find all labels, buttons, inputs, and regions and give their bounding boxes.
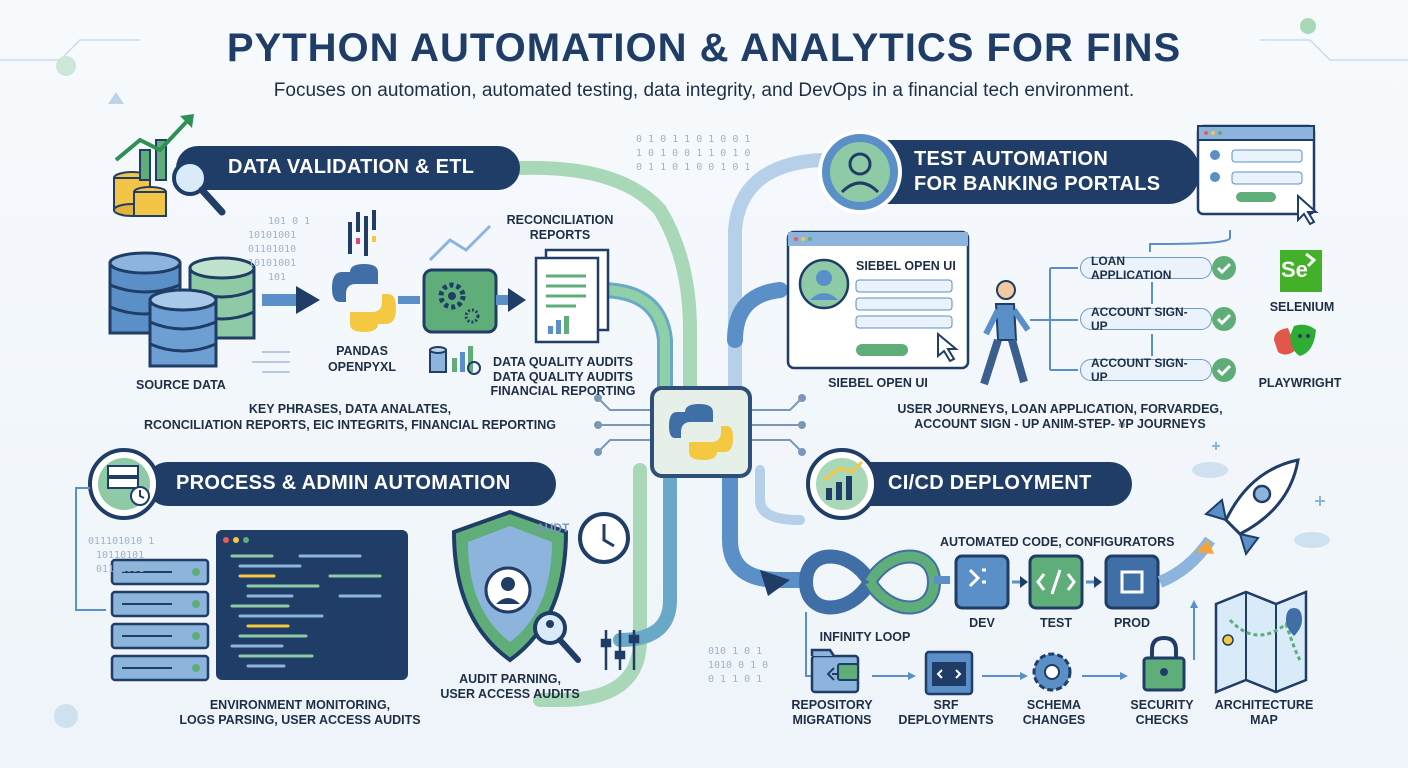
- cicd-heading: CI/CD DEPLOYMENT: [888, 472, 1092, 494]
- audit-label-2: DATA QUALITY AUDITS: [492, 370, 634, 384]
- stage-prod-label: PROD: [1113, 616, 1151, 630]
- key-phrases-line-2: RCONCILIATION REPORTS, EIC INTEGRITS, FI…: [143, 418, 557, 432]
- python-chip: [594, 386, 806, 478]
- audit-label-1: DATA QUALITY AUDITS: [492, 355, 634, 369]
- recon-reports-label-2: REPORTS: [529, 228, 591, 242]
- shield-user-icon: [451, 509, 581, 663]
- check-account-signup-1: ACCOUNT SIGN-UP: [1080, 305, 1212, 333]
- automated-code-label: AUTOMATED CODE, CONFIGURATORS: [940, 535, 1175, 549]
- report-document-icon: [534, 248, 610, 344]
- check-loan-application: LOAN APPLICATION: [1080, 254, 1212, 282]
- process-admin-section: [75, 448, 640, 682]
- audit-parsing-line-2: USER ACCESS AUDITS: [440, 687, 580, 701]
- audit-label-3: FINANCIAL REPORTING: [490, 384, 636, 398]
- bottom-item-2-line-2: DEPLOYMENTS: [898, 713, 994, 727]
- check-account-signup-2: ACCOUNT SIGN-UP: [1080, 356, 1212, 384]
- binary-lower-left-1: 011101010 1: [88, 536, 155, 547]
- bottom-item-1-line-1: REPOSITORY: [791, 698, 873, 712]
- binary-lower-mid-3: 0 1 1 0 1: [708, 674, 763, 685]
- data-validation-heading: DATA VALIDATION & ETL: [228, 156, 475, 178]
- stage-dev-label: DEV: [969, 616, 995, 630]
- binary-top-1: 0 1 0 1 1 0 1 0 0 1: [636, 134, 751, 145]
- source-data-label: SOURCE DATA: [136, 378, 226, 392]
- bottom-item-4-line-2: CHECKS: [1135, 713, 1189, 727]
- code-terminal-icon: [216, 530, 408, 680]
- coins-chart-icon: [113, 114, 226, 217]
- python-logo-icon: [332, 264, 396, 332]
- playwright-logo-icon: [1274, 324, 1316, 356]
- selenium-logo-text: Se: [1281, 257, 1308, 282]
- clock-icon: [578, 512, 630, 564]
- bottom-item-2-line-1: SRF: [933, 698, 959, 712]
- small-audit-icons: [429, 346, 481, 375]
- selenium-logo-icon: [1280, 250, 1322, 292]
- binary-lower-left-2: 10110101: [96, 550, 145, 561]
- walking-person-icon: [980, 280, 1031, 386]
- journeys-line-2: ACCOUNT SIGN - UP ANIM-STEP- ¥P JOURNEYS: [914, 417, 1206, 431]
- connector-pipes: [513, 153, 827, 707]
- test-automation-heading-1: TEST AUTOMATION: [914, 148, 1109, 170]
- page-title: PYTHON AUTOMATION & ANALYTICS FOR FINS: [226, 26, 1182, 70]
- siebel-window-title: SIEBEL OPEN UI: [856, 259, 956, 273]
- binary-left-1: 101 0 1: [268, 216, 311, 227]
- bottom-item-4-line-1: SECURITY: [1130, 698, 1194, 712]
- gear-processor-icon: [422, 224, 498, 334]
- binary-left-2: 10101001: [248, 230, 297, 241]
- cicd-section: [760, 442, 1330, 696]
- decorative-lines: [0, 18, 1408, 728]
- test-automation-heading-2: FOR BANKING PORTALS: [914, 173, 1161, 195]
- openpyxl-label: OPENPYXL: [327, 360, 397, 374]
- binary-top-2: 1 0 1 0 0 1 1 0 1 0: [636, 148, 751, 159]
- test-automation-section: [786, 124, 1322, 386]
- siebel-caption: SIEBEL OPEN UI: [828, 376, 928, 390]
- recon-reports-label-1: RECONCILIATION: [506, 213, 614, 227]
- pandas-label: PANDAS: [336, 344, 388, 358]
- pandas-logo-icon: [348, 210, 376, 256]
- login-window-icon: [1196, 124, 1319, 226]
- architecture-map-icon: [1214, 590, 1308, 694]
- binary-lower-left-3: 01101001: [96, 564, 145, 575]
- slider-controls-icon: [600, 630, 640, 670]
- audt-label: AUDT: [536, 521, 570, 535]
- data-validation-section: [108, 114, 610, 375]
- rocket-icon: [1196, 458, 1300, 557]
- env-monitoring-line-2: LOGS PARSING, USER ACCESS AUDITS: [179, 713, 421, 727]
- database-icons: [108, 251, 256, 368]
- infinity-loop-label: INFINITY LOOP: [819, 630, 911, 644]
- binary-left-4: 10101001: [248, 258, 297, 269]
- binary-left-3: 01101010: [248, 244, 297, 255]
- playwright-label: PLAYWRIGHT: [1258, 376, 1342, 390]
- binary-top-3: 0 1 1 0 1 0 0 1 0 1: [636, 162, 751, 173]
- server-rack-icon: [110, 558, 210, 682]
- checkmark-icons: [1212, 256, 1236, 382]
- siebel-window-icon: [786, 230, 970, 370]
- binary-lower-mid-1: 010 1 0 1: [708, 646, 763, 657]
- binary-lower-mid-2: 1010 0 1 0: [708, 660, 769, 671]
- bottom-item-3-line-2: CHANGES: [1022, 713, 1086, 727]
- process-admin-heading: PROCESS & ADMIN AUTOMATION: [176, 472, 511, 494]
- bottom-item-5-line-1: ARCHITECTURE: [1214, 698, 1314, 712]
- journeys-line-1: USER JOURNEYS, LOAN APPLICATION, FORVARD…: [897, 402, 1223, 416]
- page-subtitle: Focuses on automation, automated testing…: [273, 80, 1135, 101]
- selenium-label: SELENIUM: [1269, 300, 1335, 314]
- binary-left-5: 101: [268, 272, 287, 283]
- env-monitoring-line-1: ENVIRONMENT MONITORING,: [209, 698, 391, 712]
- key-phrases-line-1: KEY PHRASES, DATA ANALATES,: [248, 402, 452, 416]
- bottom-item-5-line-2: MAP: [1250, 713, 1278, 727]
- pipeline-stage-boxes: [954, 554, 1160, 610]
- bottom-item-1-line-2: MIGRATIONS: [792, 713, 872, 727]
- bottom-item-3-line-1: SCHEMA: [1026, 698, 1082, 712]
- infinity-loop-icon: [760, 549, 942, 615]
- bottom-flow-icons: [805, 600, 1198, 696]
- stage-test-label: TEST: [1040, 616, 1072, 630]
- audit-parsing-line-1: AUDIT PARNING,: [459, 672, 561, 686]
